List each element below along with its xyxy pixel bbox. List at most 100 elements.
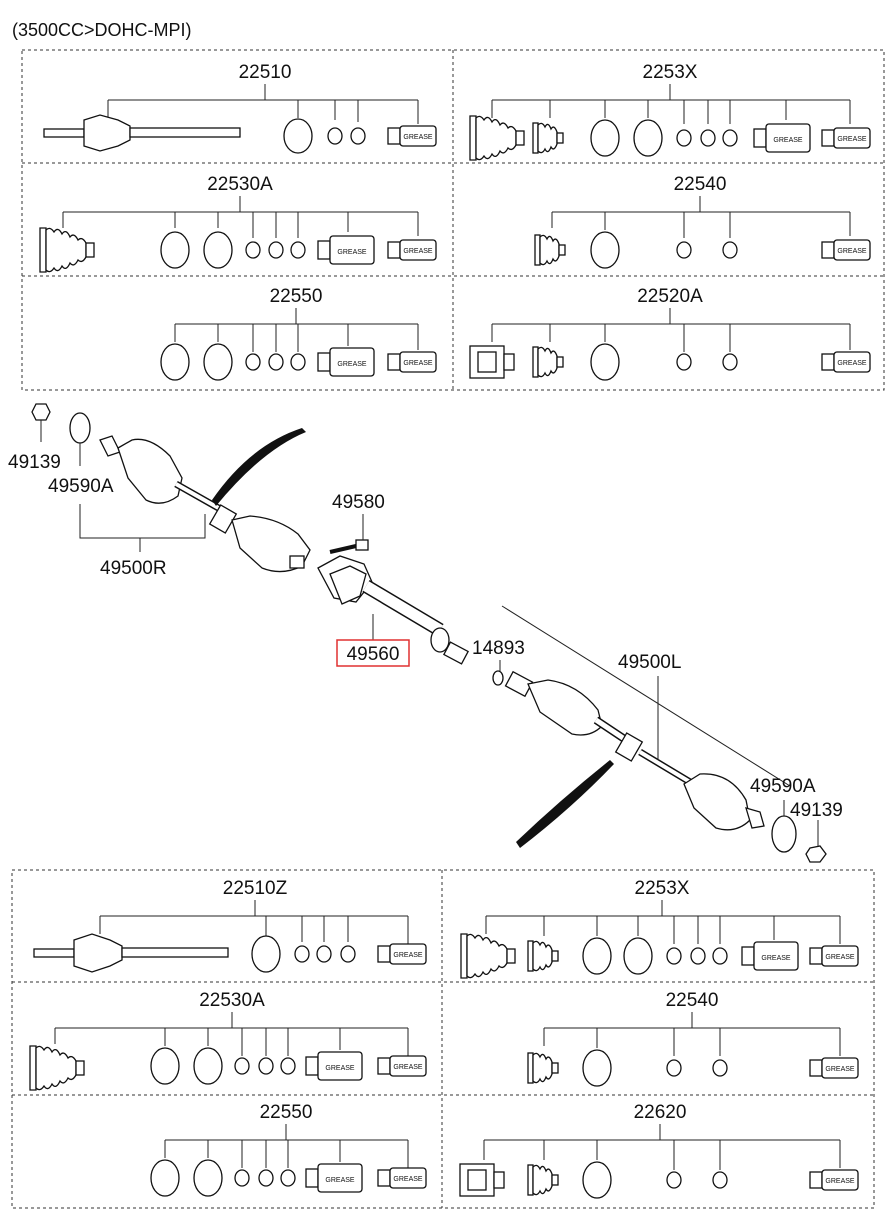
tripod-housing-icon: [469, 345, 515, 379]
kit-code: 22510: [239, 62, 292, 83]
kit-2253X-bottom[interactable]: 2253X GREASE GREASE: [460, 878, 859, 979]
circlip-icon: [492, 670, 504, 686]
page-title: (3500CC>DOHC-MPI): [12, 20, 192, 40]
nut-right-icon: [805, 845, 827, 863]
kit-code: 22540: [666, 990, 719, 1011]
bearing-bracket-illustration: [317, 555, 469, 665]
svg-text:GREASE: GREASE: [761, 955, 791, 962]
nut-left-icon: [31, 403, 51, 421]
kit-22510[interactable]: 22510 GREASE: [43, 62, 437, 154]
boot-small-icon: [532, 122, 564, 154]
cv-joint-shaft-icon: [43, 114, 241, 152]
grease-tube-icon: GREASE: [809, 1169, 859, 1191]
svg-text:GREASE: GREASE: [325, 1177, 355, 1184]
top-kit-grid: 22510 GREASE 2253X: [21, 49, 885, 391]
kit-22550-top[interactable]: 22550 GREASE GREASE: [160, 286, 437, 381]
grease-tube-icon: GREASE: [809, 1057, 859, 1079]
kit-code: 22520A: [637, 286, 703, 307]
kit-code: 22510Z: [223, 878, 288, 899]
svg-text:GREASE: GREASE: [403, 248, 433, 255]
grease-tube-icon: GREASE: [387, 125, 437, 147]
svg-text:GREASE: GREASE: [837, 360, 867, 367]
ring-right-icon: [771, 815, 797, 853]
kit-22530A-top[interactable]: 22530A GREASE GREASE: [39, 174, 437, 273]
boot-icon: [469, 115, 525, 161]
svg-text:GREASE: GREASE: [773, 137, 803, 144]
kit-22540-bottom[interactable]: 22540 GREASE: [527, 990, 859, 1087]
boot-small-icon: [527, 1052, 559, 1084]
grease-tube-icon: GREASE: [305, 1163, 363, 1193]
boot-small-icon: [527, 1164, 559, 1196]
drive-shaft-assembly: 49139 49590A 49500R 49580 49560 14893 49…: [8, 403, 843, 863]
kit-2253X-top[interactable]: 2253X GREASE GREASE: [469, 62, 871, 161]
kit-code: 22540: [674, 174, 727, 195]
cv-joint-shaft-icon: [33, 933, 229, 973]
boot-icon: [39, 227, 95, 273]
kit-22510Z[interactable]: 22510Z GREASE: [33, 878, 427, 973]
highlight-box: [336, 639, 410, 667]
svg-text:GREASE: GREASE: [403, 134, 433, 141]
callout-49560[interactable]: 49560: [347, 644, 400, 665]
callout-49139-left[interactable]: 49139: [8, 452, 61, 473]
ring-left-icon: [69, 412, 91, 444]
kit-code: 2253X: [643, 62, 698, 83]
grease-tube-icon: GREASE: [387, 351, 437, 373]
grease-tube-icon: GREASE: [821, 127, 871, 149]
grease-tube-icon: GREASE: [317, 347, 375, 377]
tripod-housing-icon: [459, 1163, 505, 1197]
svg-text:GREASE: GREASE: [837, 136, 867, 143]
boot-small-icon: [527, 940, 559, 972]
callout-49500R[interactable]: 49500R: [100, 558, 167, 579]
cutaway-line-icon: [516, 760, 614, 848]
grease-tube-icon: GREASE: [317, 235, 375, 265]
callout-49500L[interactable]: 49500L: [618, 652, 681, 673]
svg-text:GREASE: GREASE: [393, 1064, 423, 1071]
svg-text:GREASE: GREASE: [325, 1065, 355, 1072]
callout-14893[interactable]: 14893: [472, 638, 525, 659]
grease-tube-icon: GREASE: [377, 1055, 427, 1077]
svg-text:GREASE: GREASE: [393, 952, 423, 959]
grease-tube-icon: GREASE: [821, 351, 871, 373]
boot-small-icon: [532, 346, 564, 378]
boot-small-icon: [534, 234, 566, 266]
grease-tube-icon: GREASE: [741, 941, 799, 971]
kit-22540-top[interactable]: 22540 GREASE: [534, 174, 871, 269]
callout-49590A-right[interactable]: 49590A: [750, 776, 816, 797]
kit-code: 22530A: [199, 990, 265, 1011]
svg-text:GREASE: GREASE: [825, 954, 855, 961]
grease-tube-icon: GREASE: [753, 123, 811, 153]
callout-49139-right[interactable]: 49139: [790, 800, 843, 821]
cutaway-line-icon: [212, 428, 306, 506]
svg-text:GREASE: GREASE: [403, 360, 433, 367]
grease-tube-icon: GREASE: [305, 1051, 363, 1081]
kit-code: 22550: [260, 1102, 313, 1123]
grease-tube-icon: GREASE: [377, 1167, 427, 1189]
grease-tube-icon: GREASE: [821, 239, 871, 261]
svg-text:GREASE: GREASE: [825, 1066, 855, 1073]
boot-icon: [460, 933, 516, 979]
svg-text:GREASE: GREASE: [337, 361, 367, 368]
svg-text:GREASE: GREASE: [393, 1176, 423, 1183]
top-grid-frame: [21, 49, 885, 391]
kit-22530A-bottom[interactable]: 22530A GREASE GREASE: [29, 990, 427, 1091]
kit-22520A-top[interactable]: 22520A GREASE: [469, 286, 871, 381]
kit-code: 22550: [270, 286, 323, 307]
callout-49580[interactable]: 49580: [332, 492, 385, 513]
grease-tube-icon: GREASE: [377, 943, 427, 965]
boot-icon: [29, 1045, 85, 1091]
grease-tube-icon: GREASE: [809, 945, 859, 967]
kit-code: 2253X: [635, 878, 690, 899]
kit-code: 22620: [634, 1102, 687, 1123]
bottom-grid-frame: [11, 869, 875, 1209]
kit-22620[interactable]: 22620 GREASE: [459, 1102, 859, 1199]
grease-tube-icon: GREASE: [387, 239, 437, 261]
callout-49590A-left[interactable]: 49590A: [48, 476, 114, 497]
kit-22550-bottom[interactable]: 22550 GREASE GREASE: [150, 1102, 427, 1197]
svg-text:GREASE: GREASE: [337, 249, 367, 256]
svg-text:GREASE: GREASE: [825, 1178, 855, 1185]
shaft-right-illustration: [99, 428, 311, 573]
bottom-kit-grid: 22510Z GREASE 2253X: [11, 869, 875, 1209]
shaft-left-illustration: [504, 670, 765, 848]
kit-code: 22530A: [207, 174, 273, 195]
